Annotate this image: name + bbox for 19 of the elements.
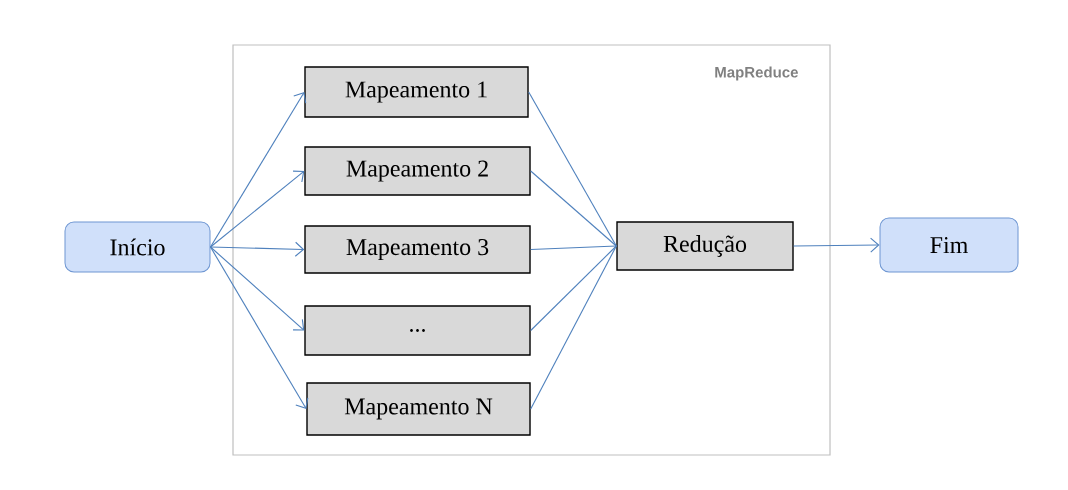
process-box: Mapeamento 3: [304, 225, 531, 274]
arrow: [209, 246, 305, 331]
terminal-box: Fim: [879, 217, 1019, 273]
process-box: Mapeamento 1: [304, 66, 529, 118]
terminal-box: Início: [64, 221, 211, 273]
connector-line: [530, 245, 617, 332]
arrow: [209, 170, 305, 248]
process-box: Mapeamento N: [306, 382, 531, 436]
arrow: [209, 241, 305, 257]
process-box: Redução: [616, 221, 794, 271]
connector-line: [530, 245, 617, 410]
arrow: [209, 92, 307, 248]
process-box: ...: [304, 305, 531, 356]
connector-line: [528, 91, 617, 247]
connector-line: [530, 170, 617, 247]
arrow: [209, 246, 309, 409]
arrow: [793, 237, 880, 253]
process-box: Mapeamento 2: [304, 146, 531, 196]
connector-line: [530, 245, 617, 251]
